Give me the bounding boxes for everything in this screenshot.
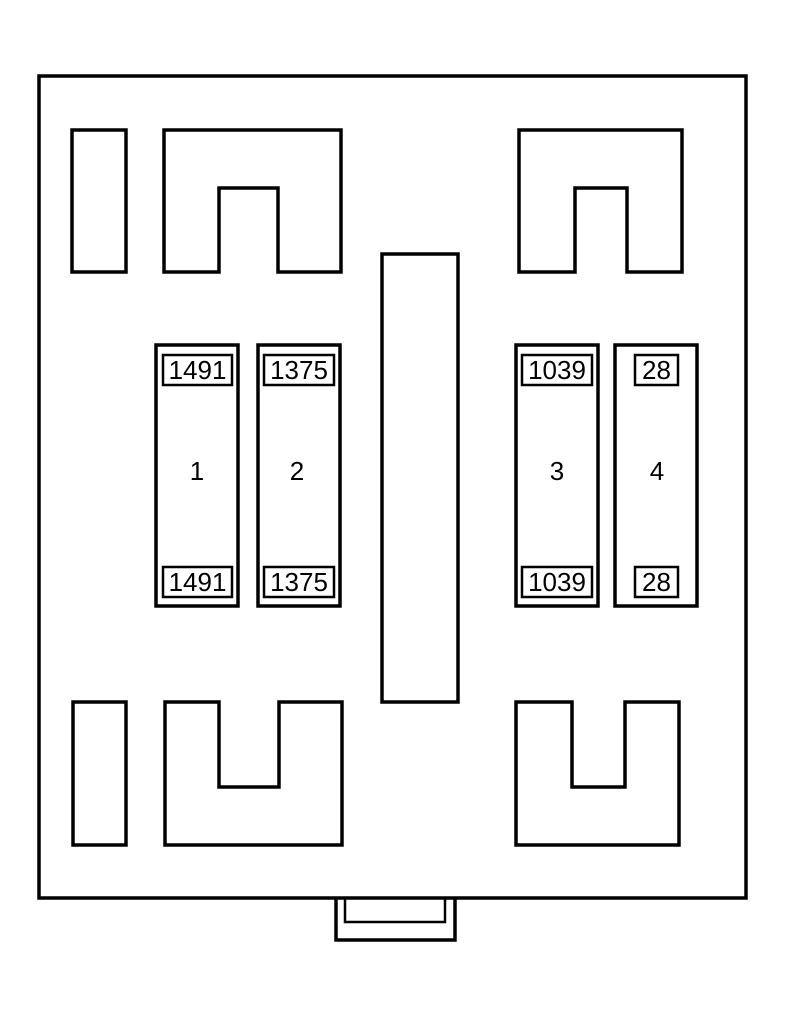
relay-4-top-code: 28	[642, 355, 671, 385]
relay-1-number: 1	[190, 456, 204, 486]
terminal-bottom-left-narrow	[71, 700, 128, 847]
relay-2-bottom-code: 1375	[270, 567, 328, 597]
terminal-top-left-narrow	[70, 128, 128, 274]
relay-2: 1375 2 1375	[256, 343, 342, 608]
relay-4-bottom-code: 28	[642, 567, 671, 597]
relay-1-top-code: 1491	[169, 355, 227, 385]
terminal-bottom-left-notched	[163, 700, 344, 847]
relay-3-top-code: 1039	[528, 355, 586, 385]
relay-4: 28 4 28	[613, 343, 699, 608]
relay-3-bottom-code: 1039	[528, 567, 586, 597]
terminal-bottom-right-notched	[514, 700, 681, 847]
relay-1: 1491 1 1491	[154, 343, 240, 608]
relay-2-number: 2	[290, 456, 304, 486]
terminal-top-right-notched	[517, 128, 684, 274]
relay-2-top-code: 1375	[270, 355, 328, 385]
relay-3-number: 3	[550, 456, 564, 486]
relay-4-number: 4	[650, 456, 664, 486]
terminal-top-left-notched	[162, 128, 343, 274]
relay-3: 1039 3 1039	[514, 343, 600, 608]
relay-1-bottom-code: 1491	[169, 567, 227, 597]
terminal-center-tall	[380, 252, 460, 704]
